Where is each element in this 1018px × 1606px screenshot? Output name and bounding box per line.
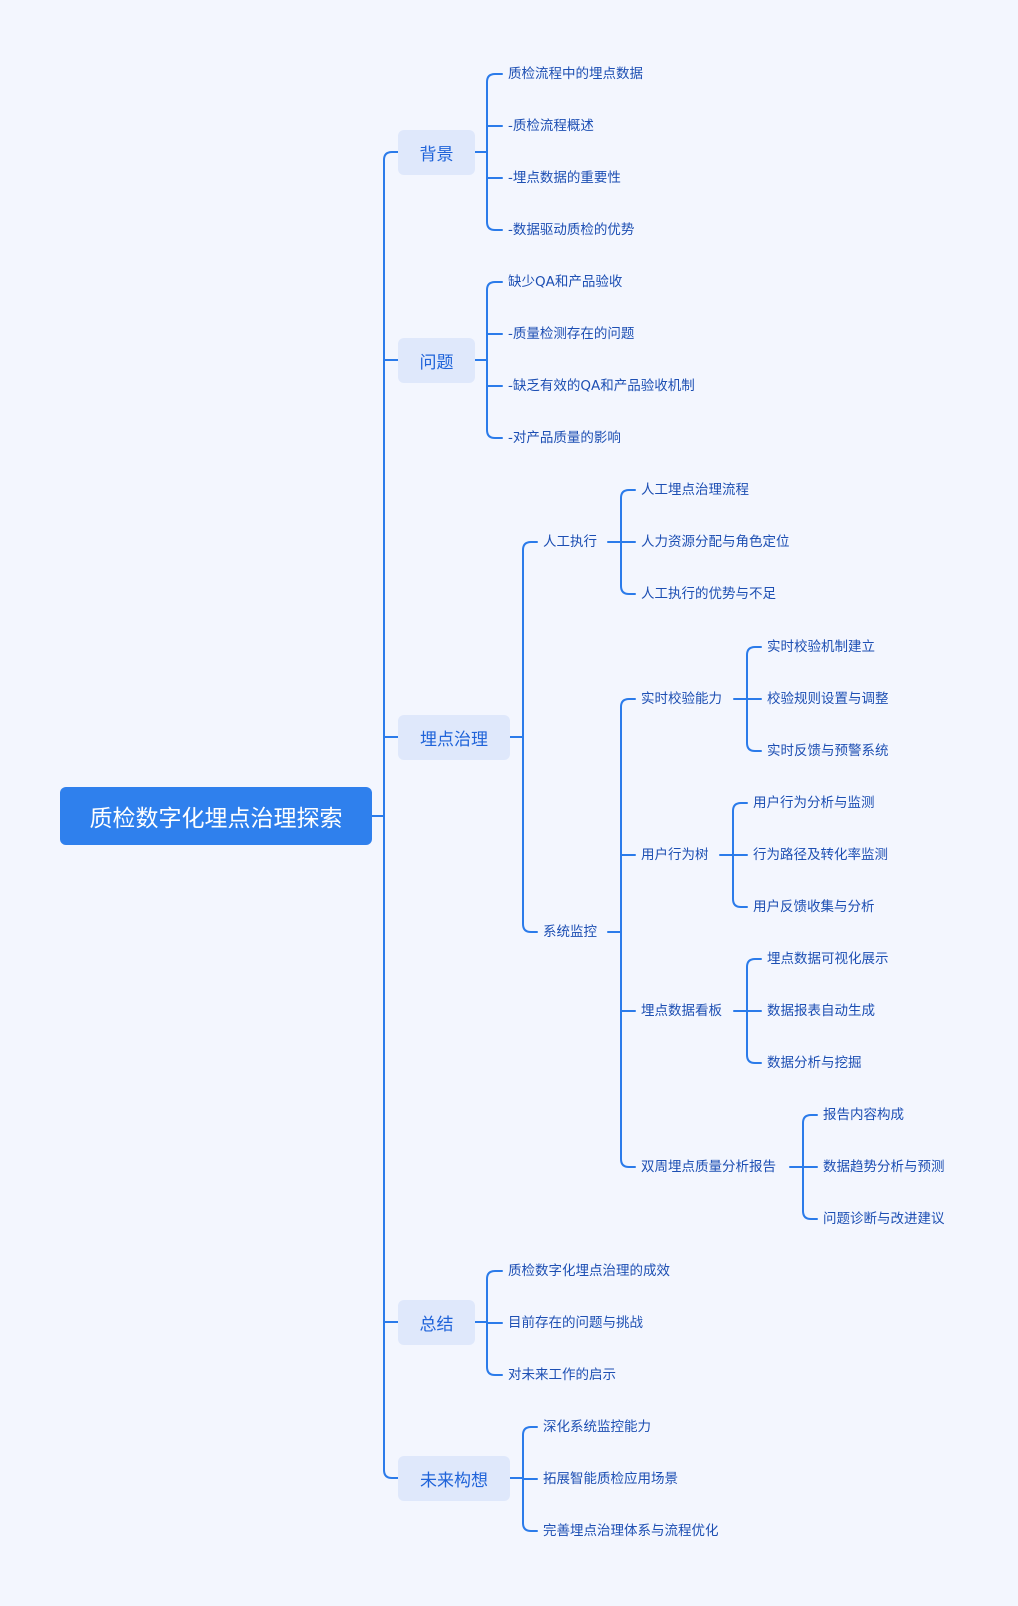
problem-item[interactable]: 缺少QA和产品验收 — [508, 274, 623, 290]
branch-tracking-governance[interactable]: 埋点治理 — [398, 715, 510, 760]
branch-background[interactable]: 背景 — [398, 130, 475, 175]
problem-item[interactable]: -缺乏有效的QA和产品验收机制 — [508, 378, 695, 394]
vision-item[interactable]: 完善埋点治理体系与流程优化 — [543, 1523, 719, 1539]
branch-problem[interactable]: 问题 — [398, 338, 475, 383]
summary-item[interactable]: 目前存在的问题与挑战 — [508, 1315, 643, 1331]
root-connector-trunk — [383, 151, 399, 1479]
background-item[interactable]: -埋点数据的重要性 — [508, 170, 621, 186]
summary-item[interactable]: 质检数字化埋点治理的成效 — [508, 1263, 670, 1279]
background-item[interactable]: -数据驱动质检的优势 — [508, 222, 635, 238]
subtopic-biweekly-report[interactable]: 双周埋点质量分析报告 — [641, 1159, 776, 1175]
manual-item[interactable]: 人工执行的优势与不足 — [641, 586, 776, 602]
background-connector-trunk — [486, 73, 503, 231]
summary-item[interactable]: 对未来工作的启示 — [508, 1367, 616, 1383]
vision-item[interactable]: 深化系统监控能力 — [543, 1419, 651, 1435]
subtopic-user-behavior-tree[interactable]: 用户行为树 — [641, 847, 709, 863]
behavior-item[interactable]: 用户反馈收集与分析 — [753, 899, 875, 915]
dashboard-item[interactable]: 埋点数据可视化展示 — [767, 951, 889, 967]
problem-item[interactable]: -对产品质量的影响 — [508, 430, 621, 446]
root-topic[interactable]: 质检数字化埋点治理探索 — [60, 787, 372, 845]
vision-item[interactable]: 拓展智能质检应用场景 — [543, 1471, 678, 1487]
problem-connector-trunk — [486, 281, 503, 439]
manual-item[interactable]: 人力资源分配与角色定位 — [641, 534, 790, 550]
subtopic-system-monitoring[interactable]: 系统监控 — [543, 924, 597, 940]
report-item[interactable]: 问题诊断与改进建议 — [823, 1211, 945, 1227]
behavior-item[interactable]: 用户行为分析与监测 — [753, 795, 875, 811]
problem-item[interactable]: -质量检测存在的问题 — [508, 326, 635, 342]
branch-summary[interactable]: 总结 — [398, 1300, 475, 1345]
branch-future-vision[interactable]: 未来构想 — [398, 1456, 510, 1501]
subtopic-tracking-dashboard[interactable]: 埋点数据看板 — [641, 1003, 722, 1019]
background-item[interactable]: -质检流程概述 — [508, 118, 594, 134]
dashboard-item[interactable]: 数据分析与挖掘 — [767, 1055, 862, 1071]
background-item[interactable]: 质检流程中的埋点数据 — [508, 66, 643, 82]
dashboard-item[interactable]: 数据报表自动生成 — [767, 1003, 875, 1019]
report-item[interactable]: 数据趋势分析与预测 — [823, 1159, 945, 1175]
behavior-item[interactable]: 行为路径及转化率监测 — [753, 847, 888, 863]
realtime-item[interactable]: 校验规则设置与调整 — [767, 691, 889, 707]
manual-item[interactable]: 人工埋点治理流程 — [641, 482, 749, 498]
governance-connector-trunk — [522, 541, 538, 933]
report-item[interactable]: 报告内容构成 — [823, 1107, 904, 1123]
realtime-item[interactable]: 实时校验机制建立 — [767, 639, 875, 655]
subtopic-realtime-validation[interactable]: 实时校验能力 — [641, 691, 722, 707]
monitoring-connector-trunk — [620, 698, 636, 1168]
realtime-item[interactable]: 实时反馈与预警系统 — [767, 743, 889, 759]
subtopic-manual-execution[interactable]: 人工执行 — [543, 534, 597, 550]
